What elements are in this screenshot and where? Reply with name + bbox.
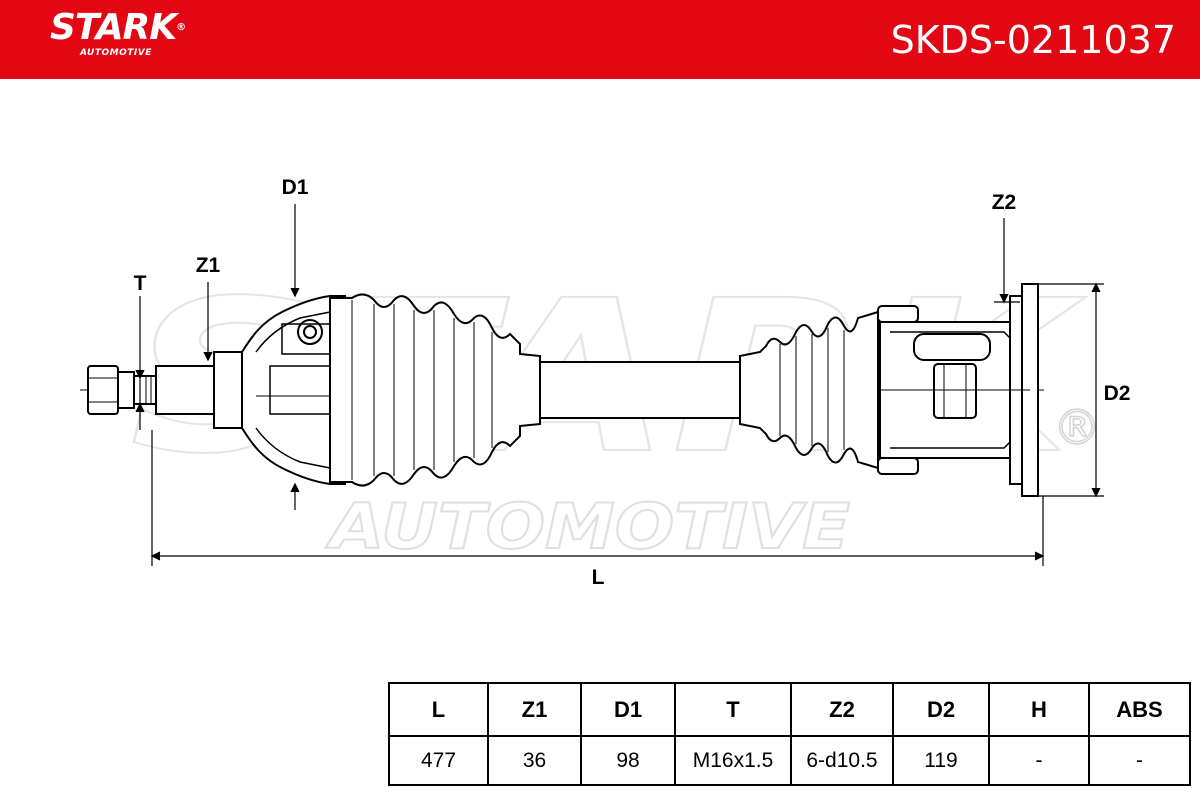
header-d2: D2 bbox=[892, 682, 990, 737]
label-z2: Z2 bbox=[992, 191, 1017, 214]
value-z2: 6-d10.5 bbox=[790, 735, 894, 786]
value-l: 477 bbox=[388, 735, 489, 786]
inner-boot bbox=[739, 305, 919, 475]
header-abs: ABS bbox=[1088, 682, 1191, 737]
value-d1: 98 bbox=[580, 735, 676, 786]
dimension-lines bbox=[135, 204, 1104, 566]
header-bar: STARK® AUTOMOTIVE SKDS-0211037 bbox=[0, 0, 1200, 79]
label-d2: D2 bbox=[1104, 382, 1131, 405]
logo-wordmark: STARK bbox=[50, 7, 177, 48]
header-t: T bbox=[674, 682, 792, 737]
header-d1: D1 bbox=[580, 682, 676, 737]
part-number: SKDS-0211037 bbox=[890, 18, 1176, 62]
inner-joint-flange bbox=[879, 283, 1039, 497]
label-t: T bbox=[134, 272, 147, 295]
value-abs: - bbox=[1088, 735, 1191, 786]
value-z1: 36 bbox=[487, 735, 582, 786]
value-h: - bbox=[988, 735, 1090, 786]
outer-boot bbox=[329, 293, 541, 487]
header-z2: Z2 bbox=[790, 682, 894, 737]
stark-logo: STARK® AUTOMOTIVE bbox=[50, 7, 186, 59]
label-l: L bbox=[592, 566, 605, 589]
watermark-tagline: AUTOMOTIVE bbox=[324, 490, 850, 563]
threaded-stub bbox=[87, 351, 243, 429]
main-shaft bbox=[539, 361, 741, 419]
value-d2: 119 bbox=[892, 735, 990, 786]
label-z1: Z1 bbox=[196, 254, 221, 277]
watermark-registered-mark: ® bbox=[1053, 400, 1101, 456]
spec-table: L Z1 D1 T Z2 D2 H ABS 477 36 98 M16x1.5 … bbox=[388, 682, 1191, 786]
header-l: L bbox=[388, 682, 489, 737]
header-z1: Z1 bbox=[487, 682, 582, 737]
dimension-labels: T Z1 D1 Z2 D2 L bbox=[134, 176, 1131, 589]
spec-header-row: L Z1 D1 T Z2 D2 H ABS bbox=[388, 682, 1191, 737]
value-t: M16x1.5 bbox=[674, 735, 792, 786]
logo-registered-mark: ® bbox=[176, 22, 186, 33]
label-d1: D1 bbox=[282, 176, 309, 199]
header-h: H bbox=[988, 682, 1090, 737]
drive-shaft-drawing: STARK AUTOMOTIVE ® bbox=[80, 176, 1131, 589]
logo-tagline: AUTOMOTIVE bbox=[80, 48, 152, 58]
spec-value-row: 477 36 98 M16x1.5 6-d10.5 119 - - bbox=[388, 735, 1191, 786]
